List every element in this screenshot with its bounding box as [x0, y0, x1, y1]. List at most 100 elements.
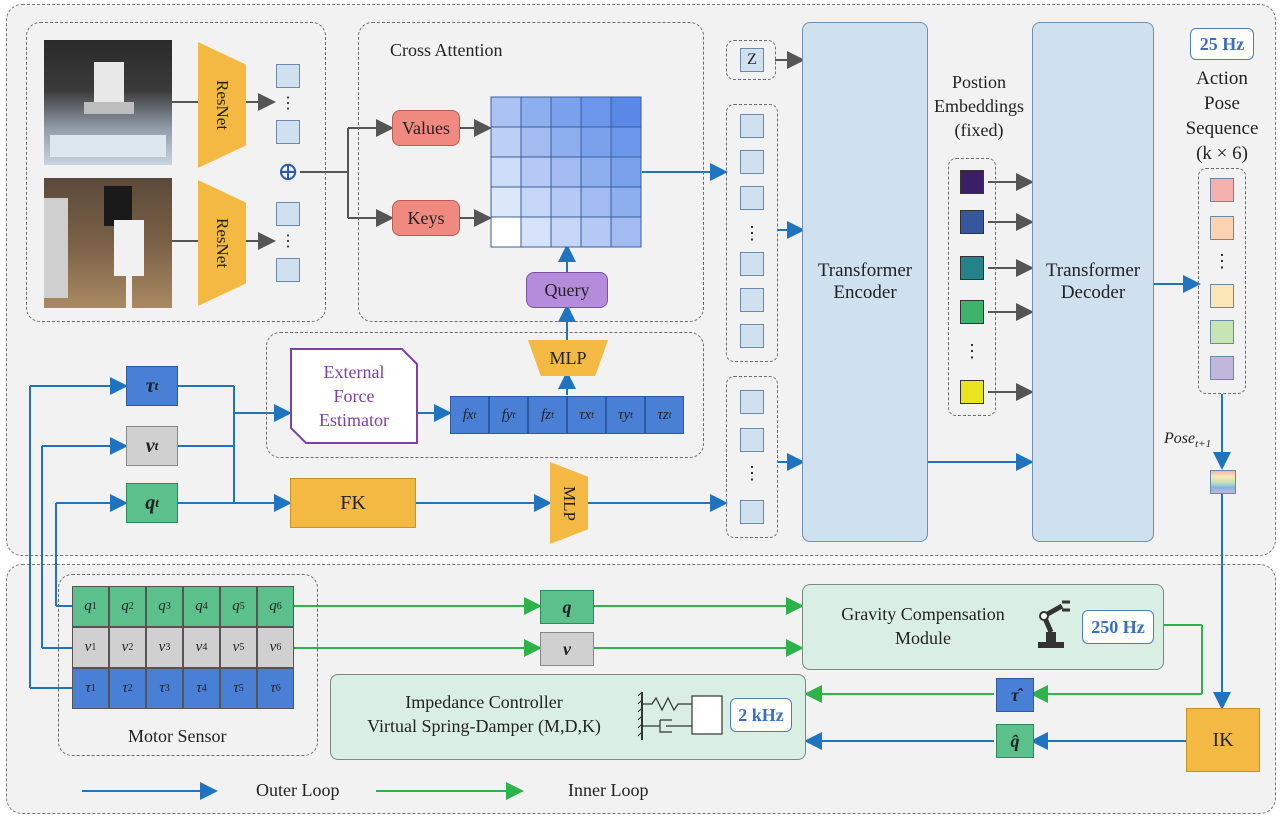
position-embeddings-title: Postion Embeddings (fixed)	[924, 70, 1034, 142]
keys-node: Keys	[392, 200, 460, 236]
pose-label-sub: t+1	[1195, 438, 1212, 451]
gravity-label: Gravity Compensation Module	[818, 602, 1028, 650]
pose-label: Poset+1	[1164, 430, 1211, 450]
motor-sensor-index: 3	[165, 601, 171, 612]
next-pose-token	[1210, 470, 1236, 494]
ellipsis-icon: ⋮	[963, 340, 981, 361]
attention-cell	[520, 156, 552, 188]
attention-cell	[610, 156, 642, 188]
fk-block: FK	[290, 478, 416, 528]
attention-cell	[580, 216, 612, 248]
attention-cell	[520, 216, 552, 248]
force-estimation-group	[266, 332, 704, 458]
attention-cell	[490, 156, 522, 188]
query-node: Query	[526, 272, 608, 308]
motor-sensor-symbol: v	[121, 639, 129, 655]
action-token-4	[1210, 320, 1234, 344]
position-subscript: t	[155, 495, 159, 510]
attention-cell	[550, 96, 582, 128]
camera-image-bottom	[44, 178, 172, 308]
action-token-5	[1210, 356, 1234, 380]
action-title-line-2: Pose	[1204, 93, 1240, 114]
q-signal-box: q	[540, 590, 594, 624]
motor-sensor-index: 6	[275, 683, 281, 694]
impedance-label-line-2: Virtual Spring-Damper (M,D,K)	[367, 716, 601, 736]
attention-cell	[580, 186, 612, 218]
attention-cell	[490, 96, 522, 128]
vision-token	[740, 324, 764, 348]
force-component-label: fx	[462, 406, 474, 423]
vision-token	[740, 186, 764, 210]
force-component-sub: t	[473, 409, 477, 421]
ellipsis-icon: ⋮	[280, 95, 296, 112]
mlp-fk-label: MLP	[560, 485, 579, 521]
motor-sensor-symbol: v	[269, 639, 277, 655]
force-component-label: fy	[501, 406, 513, 423]
z-token-group	[726, 40, 776, 80]
vision-token	[740, 150, 764, 174]
values-node: Values	[392, 110, 460, 146]
estimator-label-line-2: Force	[333, 386, 375, 406]
attention-cell	[490, 126, 522, 158]
state-token	[740, 428, 764, 452]
decoder-label-line-2: Decoder	[1060, 282, 1126, 303]
encoder-label-line-1: Transformer	[817, 260, 913, 281]
action-sequence-column	[1198, 168, 1246, 394]
force-component-label: fz	[541, 406, 552, 423]
image-encoder-group	[26, 22, 326, 322]
attention-matrix	[490, 96, 642, 248]
tau-hat-box: τ̂	[996, 678, 1034, 712]
attention-cell	[520, 126, 552, 158]
motor-sensor-index: 3	[165, 642, 171, 653]
gravity-label-line-1: Gravity Compensation	[841, 604, 1005, 624]
attention-cell	[580, 156, 612, 188]
position-embedding-1	[960, 170, 984, 194]
motor-sensor-symbol: τ	[196, 680, 202, 696]
vision-token	[740, 252, 764, 276]
z-token: Z	[740, 48, 764, 72]
gravity-rate-badge: 250 Hz	[1082, 610, 1154, 644]
motor-sensor-symbol: τ	[270, 680, 276, 696]
external-force-estimator: External Force Estimator	[290, 348, 418, 444]
motor-sensor-index: 5	[239, 601, 245, 612]
v-signal-box: v	[540, 632, 594, 666]
camera-image-top	[44, 40, 172, 165]
torque-subscript: t	[154, 378, 159, 393]
motor-sensor-index: 4	[202, 642, 208, 653]
ik-block: IK	[1186, 708, 1260, 772]
attention-cell	[550, 126, 582, 158]
motor-sensor-group	[58, 574, 318, 756]
force-component-label: τy	[618, 406, 631, 423]
attention-cell	[550, 216, 582, 248]
motor-sensor-index: 5	[238, 683, 244, 694]
attention-cell	[520, 96, 552, 128]
attention-cell	[490, 186, 522, 218]
motor-sensor-index: 1	[91, 642, 97, 653]
velocity-subscript: t	[154, 438, 159, 453]
state-token	[740, 500, 764, 524]
attention-cell	[610, 96, 642, 128]
motor-sensor-index: 6	[276, 601, 282, 612]
action-token-2	[1210, 216, 1234, 240]
motor-sensor-symbol: τ	[85, 680, 91, 696]
motor-sensor-symbol: v	[158, 639, 166, 655]
force-component-label: τz	[657, 406, 669, 423]
motor-sensor-symbol: q	[84, 598, 92, 614]
motor-sensor-index: 5	[239, 642, 245, 653]
state-token	[740, 390, 764, 414]
motor-sensor-symbol: τ	[233, 680, 239, 696]
